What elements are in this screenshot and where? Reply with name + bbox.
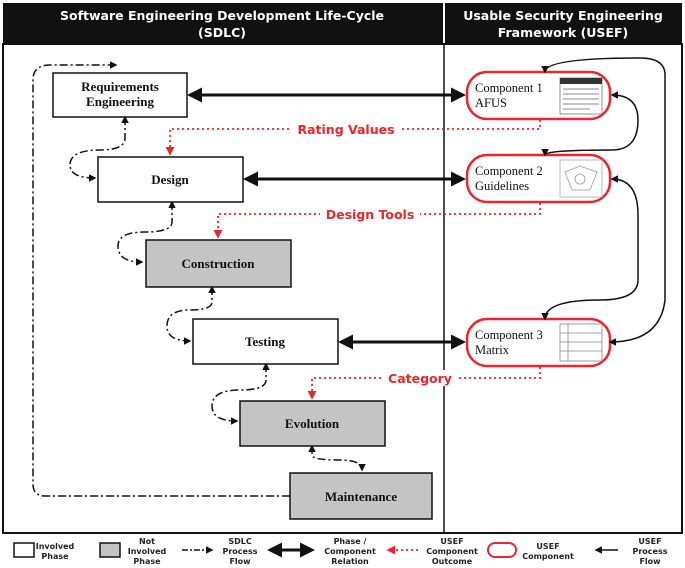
afus-thumbnail-icon xyxy=(559,77,603,115)
phase-requirements-label-1: Requirements xyxy=(81,79,159,94)
component-1-name: AFUS xyxy=(475,96,507,110)
sdlc-flow-design-construction xyxy=(117,200,176,266)
legend-sdlc-flow-label-1: SDLC xyxy=(228,537,252,546)
legend: Involved Phase Not Involved Phase SDLC P… xyxy=(13,537,668,566)
sdlc-flow-construction-testing xyxy=(166,285,216,345)
legend-sdlc-flow-label-3: Flow xyxy=(229,557,251,566)
main-frame xyxy=(2,43,683,534)
outcome-flow-rating-values xyxy=(165,120,541,156)
sdlc-flow-evolution-maintenance xyxy=(308,444,366,472)
phase-requirements-label-2: Engineering xyxy=(86,94,154,109)
component-3-title: Component 3 xyxy=(475,328,543,342)
phase-construction xyxy=(145,239,292,288)
phase-design-label: Design xyxy=(151,172,189,187)
legend-usef-component-swatch xyxy=(487,542,517,558)
legend-relation-label-3: Relation xyxy=(331,557,369,566)
header-bar xyxy=(3,3,682,44)
phase-construction-label: Construction xyxy=(182,256,256,271)
legend-not-involved-label-1: Not xyxy=(139,537,155,546)
component-1-title: Component 1 xyxy=(475,81,543,95)
legend-usef-flow-label-3: Flow xyxy=(639,557,661,566)
phase-evolution-label: Evolution xyxy=(285,416,340,431)
sdlc-title-line-2: (SDLC) xyxy=(198,25,246,40)
outcome-label-rating-values: Rating Values xyxy=(297,122,394,137)
sdlc-flow-testing-evolution xyxy=(211,362,270,425)
legend-usef-flow-label-1: USEF xyxy=(638,537,661,546)
component-2-name: Guidelines xyxy=(475,179,529,193)
matrix-thumbnail-icon xyxy=(559,323,603,362)
component-2-title: Component 2 xyxy=(475,164,543,178)
legend-usef-outcome-label-2: Component xyxy=(426,547,478,556)
legend-involved-swatch xyxy=(13,542,35,558)
usef-title-line-1: Usable Security Engineering xyxy=(463,8,663,23)
usef-flow-c3-to-c1 xyxy=(541,57,666,346)
usef-flow-c1-to-c2 xyxy=(541,91,639,157)
legend-sdlc-flow-label-2: Process xyxy=(223,547,258,556)
phase-maintenance-label: Maintenance xyxy=(325,489,397,504)
phase-testing xyxy=(192,318,339,365)
outcome-label-category: Category xyxy=(388,371,452,386)
legend-usef-component-label-2: Component xyxy=(522,552,574,561)
legend-usef-outcome-label-3: Outcome xyxy=(432,557,473,566)
phase-maintenance xyxy=(289,472,433,520)
sdlc-flow-requirements-design xyxy=(69,115,129,182)
component-3-name: Matrix xyxy=(475,343,510,357)
legend-usef-flow-label-2: Process xyxy=(633,547,668,556)
phase-design xyxy=(97,156,244,203)
legend-not-involved-label-3: Phase xyxy=(133,557,161,566)
legend-relation-label-1: Phase / xyxy=(334,537,367,546)
legend-usef-outcome-label-1: USEF xyxy=(440,537,463,546)
outcome-label-design-tools: Design Tools xyxy=(326,207,415,222)
phase-testing-label: Testing xyxy=(245,334,285,349)
sdlc-flow-maintenance-to-requirements xyxy=(32,61,290,497)
legend-involved-label-1: Involved xyxy=(36,542,75,551)
usef-title-line-2: Framework (USEF) xyxy=(498,25,628,40)
usef-flow-c2-to-c3 xyxy=(541,175,639,321)
legend-usef-component-label-1: USEF xyxy=(536,542,559,551)
guidelines-thumbnail-icon xyxy=(559,159,603,198)
phase-requirements-engineering xyxy=(52,72,188,118)
legend-involved-label-2: Phase xyxy=(41,552,69,561)
phase-evolution xyxy=(239,400,386,447)
legend-not-involved-swatch xyxy=(99,542,121,558)
legend-relation-label-2: Component xyxy=(324,547,376,556)
legend-not-involved-label-2: Involved xyxy=(128,547,167,556)
sdlc-title-line-1: Software Engineering Development Life-Cy… xyxy=(60,8,384,23)
